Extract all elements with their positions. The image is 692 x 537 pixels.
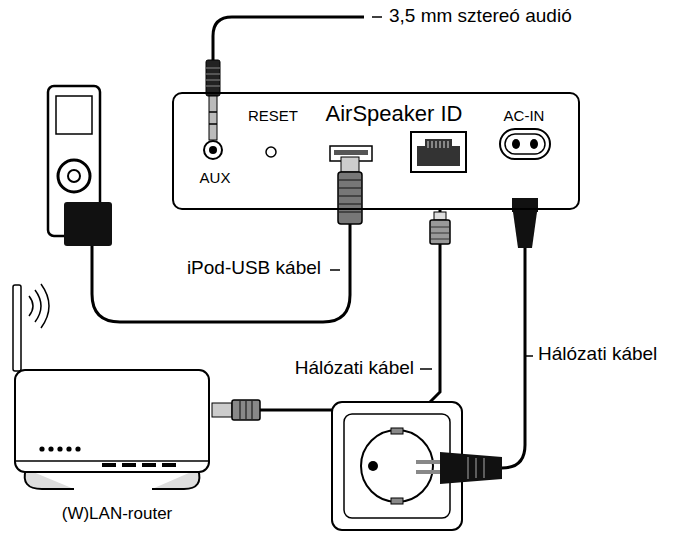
radio-waves <box>29 284 49 328</box>
audio-plug <box>206 60 220 96</box>
ipod-screen <box>56 96 92 134</box>
port-label: AC-IN <box>504 108 545 125</box>
plug-ridges <box>206 68 220 86</box>
ac-pin-hole <box>530 139 538 149</box>
cable-label: 3,5 mm sztereó audió <box>388 6 573 27</box>
ac-pin-hole <box>512 139 520 149</box>
model-name: AirSpeaker ID <box>326 102 463 126</box>
wall-socket-inner <box>344 414 450 518</box>
port-label: AUX <box>200 170 231 187</box>
router-outline <box>12 365 212 493</box>
router-body <box>15 370 209 472</box>
network-plug <box>232 400 260 420</box>
cable-label: Hálózati kábel <box>537 344 658 365</box>
aux-jack <box>204 141 222 159</box>
click-wheel-center <box>68 170 80 182</box>
aux-jack-hole <box>209 146 217 154</box>
status-led <box>48 446 53 451</box>
port-slot <box>122 463 136 467</box>
usb-plug <box>338 172 362 224</box>
leader-line <box>372 16 382 18</box>
port-label: RESET <box>248 108 298 125</box>
reset-hole <box>266 147 276 157</box>
cable-label: Hálózati kábel <box>294 358 415 379</box>
usb-cable <box>92 224 350 322</box>
plug-ring <box>209 111 217 113</box>
plug-pin <box>416 460 442 464</box>
status-led <box>57 446 62 451</box>
power-cable <box>500 246 525 468</box>
socket-recess <box>361 430 433 502</box>
network-port-socket <box>417 139 460 166</box>
status-led <box>39 446 44 451</box>
plug-ridges <box>468 457 484 479</box>
plug-pin <box>416 470 442 474</box>
mains-plug <box>440 452 502 484</box>
ac-inlet <box>500 129 550 159</box>
plug-ridges <box>240 401 252 419</box>
port-slot <box>102 463 116 467</box>
usb-plug-metal <box>341 157 359 172</box>
router-box: (W)LAN-router <box>12 365 212 493</box>
power-plug <box>513 212 537 248</box>
network-port <box>411 132 466 172</box>
status-led <box>75 446 80 451</box>
port-slot <box>162 463 176 467</box>
socket-hole <box>368 461 378 471</box>
plug-ridges <box>431 227 449 239</box>
antenna <box>13 285 21 371</box>
leader-line <box>525 355 533 357</box>
port-contacts <box>428 141 448 148</box>
plug-ridges <box>339 180 361 212</box>
ac-inlet-inner <box>505 134 545 154</box>
port-slot <box>142 463 156 467</box>
ground-clip <box>391 498 403 504</box>
audio-cable <box>213 17 364 62</box>
plug-shank <box>209 96 217 140</box>
device-caption: (W)LAN-router <box>62 505 173 524</box>
status-led <box>66 446 71 451</box>
plug-ring <box>209 123 217 125</box>
usb-port-tongue <box>334 150 368 155</box>
device-panel: RESET AirSpeaker ID AC-IN AUX <box>172 92 580 210</box>
click-wheel <box>58 160 90 192</box>
network-plug <box>430 220 450 244</box>
leader-line <box>330 269 340 271</box>
ground-clip <box>391 428 403 434</box>
network-plug-tab <box>434 212 446 220</box>
router-edge <box>15 460 209 462</box>
ipod-dock <box>64 202 112 246</box>
cable-label: iPod-USB kábel <box>186 258 322 279</box>
leader-line <box>420 368 432 370</box>
network-cable <box>212 210 440 410</box>
network-plug <box>212 403 232 417</box>
